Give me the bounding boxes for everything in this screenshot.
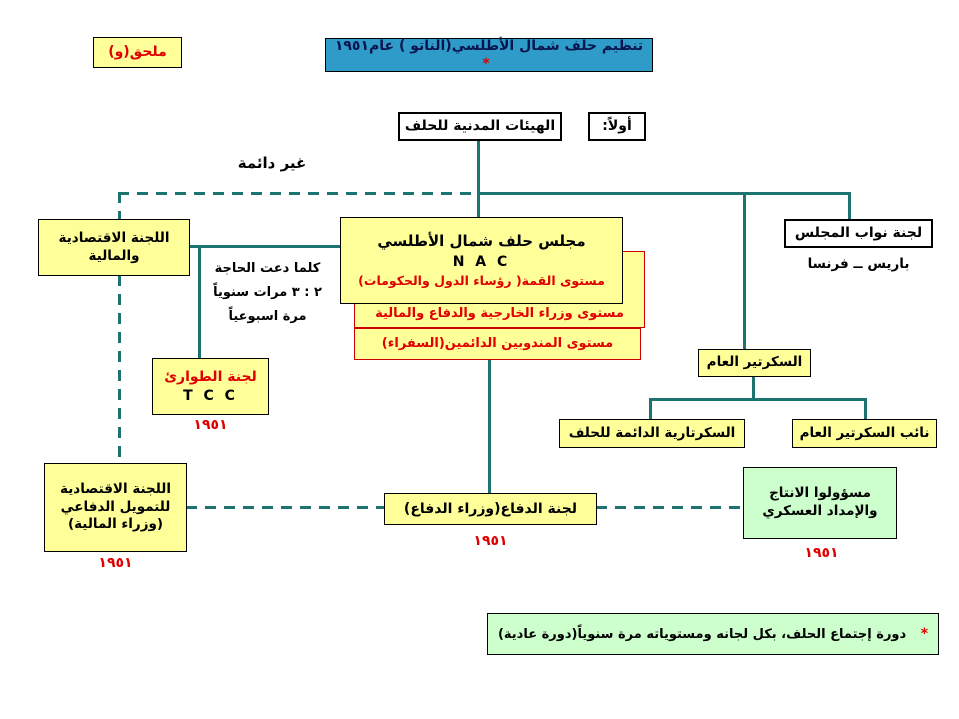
slide-title-text: تنظيم حلف شمال الأطلسي(الناتو ) عام١٩٥١ bbox=[334, 37, 644, 54]
footnote: * دورة إجتماع الحلف، بكل لجانه ومستوياته… bbox=[498, 625, 928, 644]
connector-left-dashed-top bbox=[118, 192, 121, 220]
slide-title-box: تنظيم حلف شمال الأطلسي(الناتو ) عام١٩٥١ … bbox=[325, 38, 653, 72]
nac-ministers-level-label: مستوى وزراء الخارجية والدفاع والمالية bbox=[375, 306, 624, 322]
tcc-year: ١٩٥١ bbox=[193, 417, 228, 433]
first-box: أولاً: bbox=[588, 112, 646, 141]
defense-committee-year: ١٩٥١ bbox=[473, 533, 508, 549]
first-label: أولاً: bbox=[602, 118, 632, 135]
permanent-secretariat-label: السكرتارية الدائمة للحلف bbox=[568, 424, 736, 441]
economic-financial-line2: والمالية bbox=[88, 247, 140, 264]
connector-defense-dashed-right bbox=[596, 506, 743, 509]
nac-box: مجلس حلف شمال الأطلسي N A C مستوى القمة(… bbox=[340, 217, 623, 304]
economic-financial-committee-box: اللجنة الاقتصادية والمالية bbox=[38, 219, 190, 276]
annex-label: ملحق(و) bbox=[108, 44, 167, 61]
deputy-secretary-general-box: نائب السكرتير العام bbox=[792, 419, 937, 448]
council-deputies-location: باريس ــ فرنسا bbox=[807, 256, 910, 272]
connector-to-council-deputies bbox=[848, 192, 851, 221]
meeting-frequency-line3: مرة اسبوعياً bbox=[228, 309, 307, 324]
nac-acronym: N A C bbox=[452, 254, 511, 271]
nac-title: مجلس حلف شمال الأطلسي bbox=[377, 231, 586, 250]
connector-main-horizontal bbox=[477, 192, 851, 195]
military-production-year: ١٩٥١ bbox=[804, 545, 839, 561]
secretary-general-label: السكرتير العام bbox=[706, 354, 803, 371]
footnote-star: * bbox=[920, 625, 929, 642]
meeting-frequency-note: كلما دعت الحاجة ٢ : ٣ مرات سنوياً مرة اس… bbox=[200, 257, 335, 329]
military-production-line1: مسؤولوا الانتاج bbox=[769, 485, 871, 502]
economic-defense-funding-line3: (وزراء المالية) bbox=[67, 516, 164, 533]
annex-box: ملحق(و) bbox=[93, 37, 182, 68]
footnote-text: دورة إجتماع الحلف، بكل لجانه ومستوياته م… bbox=[497, 626, 907, 642]
defense-committee-box: لجنة الدفاع(وزراء الدفاع) bbox=[384, 493, 597, 525]
military-production-line2: والإمداد العسكري bbox=[762, 503, 878, 519]
connector-to-tcc bbox=[198, 245, 201, 359]
economic-defense-funding-line1: اللجنة الاقتصادية bbox=[60, 481, 171, 498]
connector-nac-to-defense bbox=[488, 359, 491, 495]
economic-defense-funding-box: اللجنة الاقتصادية للتمويل الدفاعي (وزراء… bbox=[44, 463, 187, 552]
connector-secgen-down bbox=[752, 376, 755, 401]
nac-delegates-level-box: مستوى المندوبين الدائمين(السفراء) bbox=[354, 328, 641, 360]
slide-title: تنظيم حلف شمال الأطلسي(الناتو ) عام١٩٥١ … bbox=[326, 37, 652, 73]
tcc-box: لجنة الطوارئ T C C bbox=[152, 358, 269, 415]
civil-bodies-box: الهيئات المدنية للحلف bbox=[398, 112, 562, 141]
civil-bodies-label: الهيئات المدنية للحلف bbox=[404, 118, 556, 135]
connector-secretariat-branch bbox=[649, 398, 867, 401]
connector-to-secretary-general bbox=[743, 192, 746, 351]
meeting-frequency-line1: كلما دعت الحاجة bbox=[214, 261, 321, 276]
economic-defense-funding-line2: للتمويل الدفاعي bbox=[60, 498, 171, 515]
nac-delegates-level-label: مستوى المندوبين الدائمين(السفراء) bbox=[381, 335, 614, 351]
slide-title-star: * bbox=[482, 56, 490, 72]
connector-to-secretariat bbox=[649, 398, 652, 421]
connector-left-dashed-mid bbox=[118, 275, 121, 464]
permanent-secretariat-box: السكرتارية الدائمة للحلف bbox=[559, 419, 745, 448]
nac-summit-level-label: مستوى القمة( رؤساء الدول والحكومات) bbox=[358, 273, 605, 289]
council-deputies-box: لجنة نواب المجلس bbox=[784, 219, 933, 248]
council-deputies-label: لجنة نواب المجلس bbox=[794, 225, 923, 242]
deputy-secretary-general-label: نائب السكرتير العام bbox=[799, 424, 930, 441]
economic-financial-line1: اللجنة الاقتصادية bbox=[58, 229, 170, 246]
secretary-general-box: السكرتير العام bbox=[698, 349, 811, 377]
connector-defense-dashed-left bbox=[186, 506, 384, 509]
connector-econ-to-nac bbox=[190, 245, 340, 248]
non-permanent-label: غير دائمة bbox=[237, 154, 307, 172]
connector-civil-to-nac bbox=[477, 141, 480, 219]
tcc-title: لجنة الطوارئ bbox=[164, 369, 257, 386]
connector-main-horizontal-dashed bbox=[118, 192, 477, 195]
tcc-acronym: T C C bbox=[183, 387, 238, 404]
military-production-box: مسؤولوا الانتاج والإمداد العسكري bbox=[743, 467, 897, 539]
footnote-box: * دورة إجتماع الحلف، بكل لجانه ومستوياته… bbox=[487, 613, 939, 655]
economic-defense-funding-year: ١٩٥١ bbox=[98, 555, 133, 571]
connector-to-deputy-secretary bbox=[864, 398, 867, 421]
defense-committee-label: لجنة الدفاع(وزراء الدفاع) bbox=[403, 500, 578, 517]
meeting-frequency-line2: ٢ : ٣ مرات سنوياً bbox=[213, 285, 322, 300]
